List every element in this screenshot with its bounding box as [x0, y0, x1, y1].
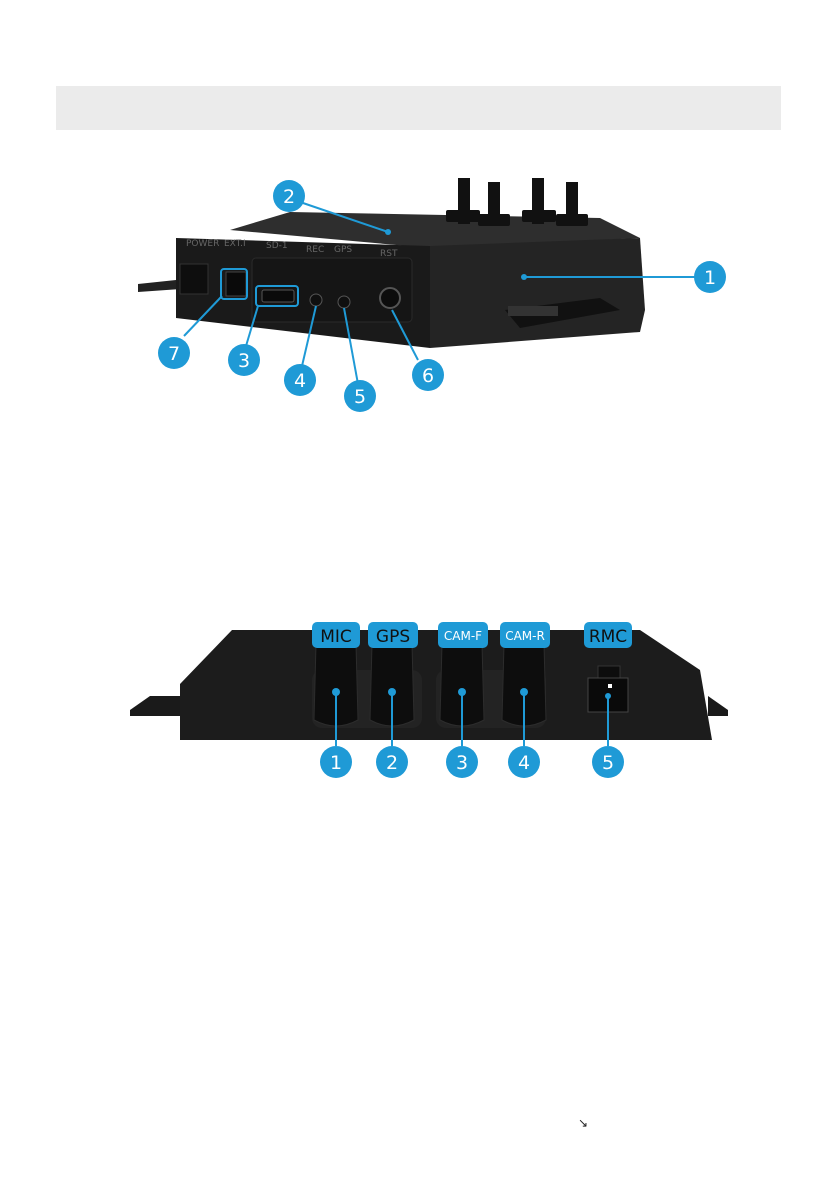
svg-text:2: 2: [386, 752, 398, 774]
arrow-icon: ↘: [578, 1116, 588, 1130]
callout-2: 2: [376, 746, 408, 778]
callout-5: 5: [344, 380, 376, 412]
svg-text:GPS: GPS: [376, 627, 410, 647]
port-label-sd: SD-1: [266, 241, 288, 251]
callout-4: 4: [508, 746, 540, 778]
callout-3: 3: [228, 344, 260, 376]
svg-text:5: 5: [354, 386, 366, 408]
label-mic: MIC: [312, 622, 360, 648]
port-label-ext: EXT.I: [224, 239, 246, 249]
svg-text:1: 1: [330, 752, 342, 774]
svg-text:5: 5: [602, 752, 614, 774]
callout-7: 7: [158, 337, 190, 369]
device-side-housing: [430, 238, 645, 348]
svg-text:CAM-F: CAM-F: [444, 629, 482, 643]
label-gps: GPS: [368, 622, 418, 648]
label-cam-r: CAM-R: [500, 622, 550, 648]
svg-text:1: 1: [704, 267, 716, 289]
port-label-gps: GPS: [334, 245, 352, 255]
callout-3: 3: [446, 746, 478, 778]
callout-5: 5: [592, 746, 624, 778]
svg-text:3: 3: [456, 752, 468, 774]
svg-text:RMC: RMC: [589, 627, 627, 647]
callout-4: 4: [284, 364, 316, 396]
port-label-power: POWER: [186, 239, 219, 249]
callout-2: 2: [273, 180, 305, 212]
device-rear-figure: MIC GPS CAM-F CAM-R RMC 1 2 3 4 5: [0, 600, 839, 790]
callout-1: 1: [320, 746, 352, 778]
svg-text:CAM-R: CAM-R: [505, 629, 545, 643]
device-front-figure: POWER EXT.I SD-1 REC GPS RST 1 2 3 4 5 6…: [0, 160, 839, 420]
callout-1: 1: [694, 261, 726, 293]
callout-6: 6: [412, 359, 444, 391]
svg-text:6: 6: [422, 365, 434, 387]
svg-text:2: 2: [283, 186, 295, 208]
svg-text:MIC: MIC: [320, 627, 352, 647]
section-header-band: [56, 86, 781, 130]
svg-text:3: 3: [238, 350, 250, 372]
label-rmc: RMC: [584, 622, 632, 648]
port-label-rec: REC: [306, 245, 324, 255]
svg-text:4: 4: [294, 370, 306, 392]
svg-text:7: 7: [168, 343, 180, 365]
label-cam-f: CAM-F: [438, 622, 488, 648]
svg-text:4: 4: [518, 752, 530, 774]
port-label-rst: RST: [380, 249, 398, 259]
